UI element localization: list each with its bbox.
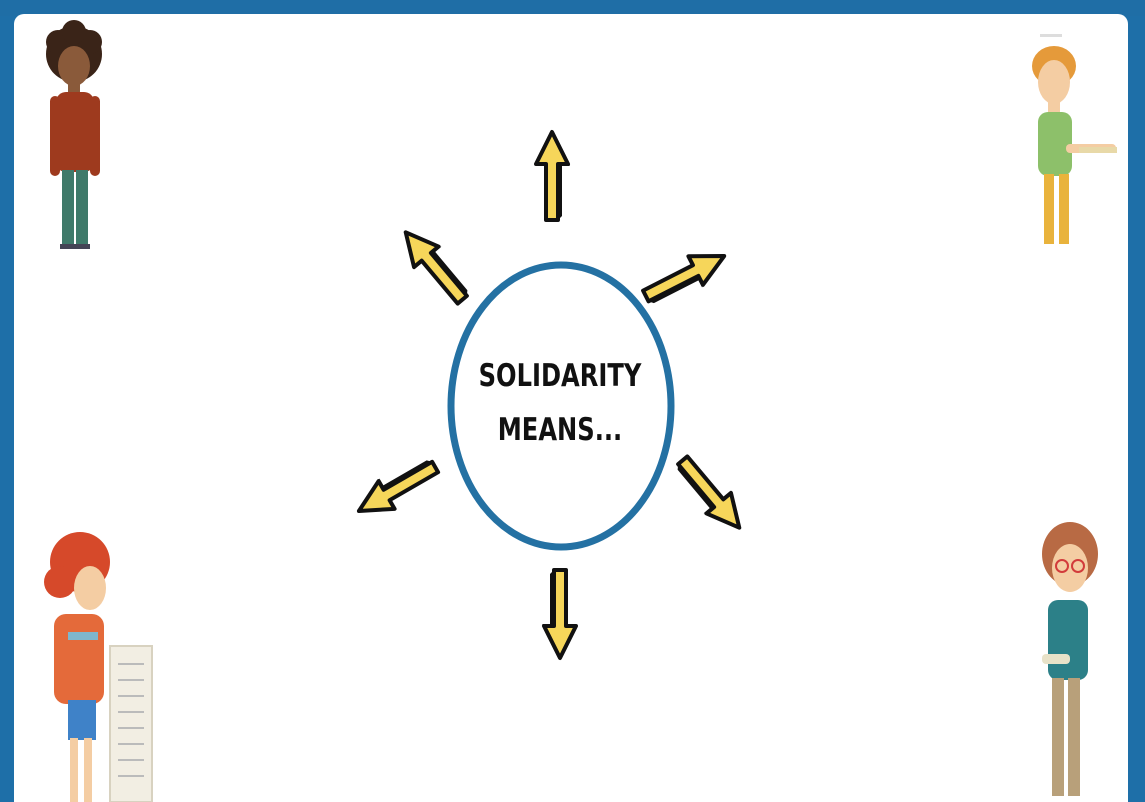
mind-map-graphic	[44, 20, 1117, 802]
ginger-boy-with-tool-illustration	[1032, 34, 1117, 244]
curly-hair-man-illustration	[46, 20, 102, 249]
arrow-up-left-icon	[391, 218, 479, 312]
slide-canvas: SOLIDARITY MEANS...	[14, 14, 1128, 802]
arrow-up-icon	[534, 130, 572, 222]
window-frame	[0, 0, 1145, 16]
arrow-down-left-icon	[347, 449, 446, 527]
center-label-line1: SOLIDARITY	[478, 358, 642, 394]
center-ring	[447, 261, 675, 551]
woman-with-glasses-illustration	[1042, 522, 1098, 796]
arrow-down-right-icon	[666, 448, 754, 542]
redhead-woman-with-list-illustration	[44, 532, 153, 802]
center-label: SOLIDARITY MEANS...	[450, 349, 670, 458]
mind-map: SOLIDARITY MEANS...	[14, 14, 1128, 802]
center-label-line2: MEANS...	[497, 412, 623, 449]
arrow-down-icon	[540, 568, 578, 660]
arrow-up-right-icon	[636, 239, 735, 315]
